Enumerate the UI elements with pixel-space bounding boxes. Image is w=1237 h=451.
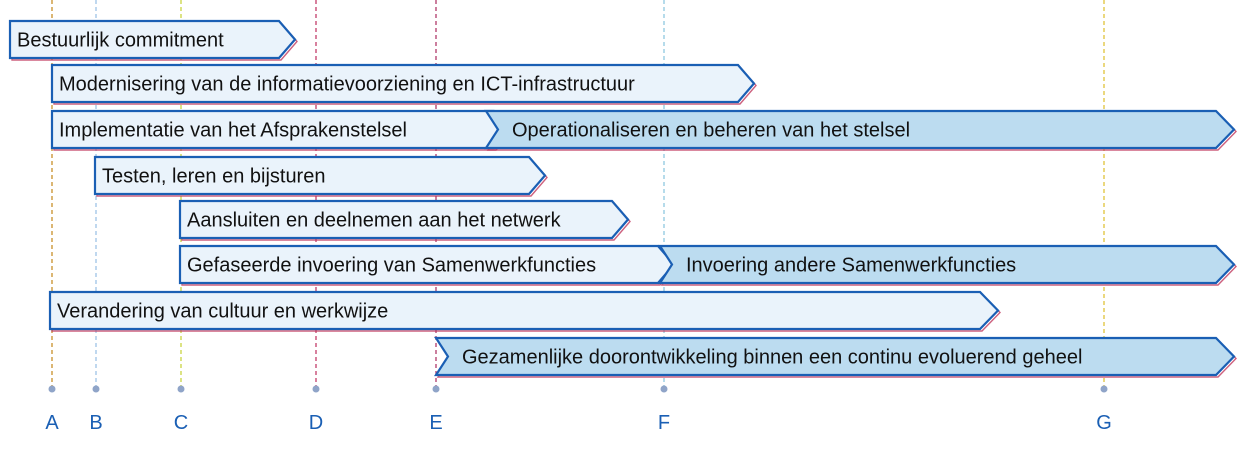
phase-bar-shape bbox=[657, 244, 1236, 285]
phase-bar-label: Operationaliseren en beheren van het ste… bbox=[512, 120, 910, 142]
phase-bar-5: Testen, leren en bijsturen bbox=[93, 155, 548, 197]
phase-bar-label: Bestuurlijk commitment bbox=[17, 30, 224, 52]
phase-bar-2: Modernisering van de informatievoorzieni… bbox=[50, 63, 757, 105]
milestone-label-a: A bbox=[45, 412, 59, 434]
phase-bar-shape bbox=[8, 19, 297, 60]
milestone-markers: A B C D E F G bbox=[45, 385, 1112, 434]
phase-bar-8: Invoering andere Samenwerkfuncties bbox=[657, 244, 1237, 286]
milestone-dot-f bbox=[660, 385, 668, 393]
phase-bar-10: Gezamenlijke doorontwikkeling binnen een… bbox=[433, 336, 1237, 378]
phase-bar-label: Gezamenlijke doorontwikkeling binnen een… bbox=[462, 347, 1082, 369]
phase-bar-label: Verandering van cultuur en werkwijze bbox=[57, 301, 388, 323]
phase-bar-label: Gefaseerde invoering van Samenwerkfuncti… bbox=[187, 255, 596, 277]
phase-bar-4: Operationaliseren en beheren van het ste… bbox=[483, 109, 1237, 151]
milestone-label-b: B bbox=[89, 412, 102, 434]
milestone-label-g: G bbox=[1096, 412, 1112, 434]
milestone-dot-g bbox=[1100, 385, 1108, 393]
phase-bar-shape bbox=[50, 63, 756, 104]
milestone-dot-b bbox=[92, 385, 100, 393]
phase-bar-9: Verandering van cultuur en werkwijze bbox=[48, 290, 1001, 332]
phase-bar-label: Testen, leren en bijsturen bbox=[102, 166, 325, 188]
phase-bar-shape bbox=[483, 109, 1236, 150]
milestone-dot-e bbox=[432, 385, 440, 393]
phase-bar-shape bbox=[48, 290, 1000, 331]
phase-bar-label: Aansluiten en deelnemen aan het netwerk bbox=[187, 210, 562, 232]
milestone-dot-c bbox=[177, 385, 185, 393]
milestone-label-d: D bbox=[309, 412, 323, 434]
phase-bar-3: Implementatie van het Afsprakenstelsel bbox=[50, 109, 513, 151]
milestone-dot-a bbox=[48, 385, 56, 393]
phase-bar-6: Aansluiten en deelnemen aan het netwerk bbox=[178, 199, 631, 241]
phase-bar-label: Modernisering van de informatievoorzieni… bbox=[59, 74, 635, 96]
milestone-label-e: E bbox=[429, 412, 442, 434]
milestone-label-c: C bbox=[174, 412, 188, 434]
phase-bar-1: Bestuurlijk commitment bbox=[8, 19, 298, 61]
phase-bar-shape bbox=[93, 155, 547, 196]
phase-bar-label: Implementatie van het Afsprakenstelsel bbox=[59, 120, 407, 142]
phase-bar-shape bbox=[433, 336, 1236, 377]
phase-bar-shape bbox=[178, 199, 630, 240]
milestone-dot-d bbox=[312, 385, 320, 393]
phase-bar-label: Invoering andere Samenwerkfuncties bbox=[686, 255, 1016, 277]
milestone-label-f: F bbox=[658, 412, 670, 434]
phase-bar-7: Gefaseerde invoering van Samenwerkfuncti… bbox=[178, 244, 677, 286]
